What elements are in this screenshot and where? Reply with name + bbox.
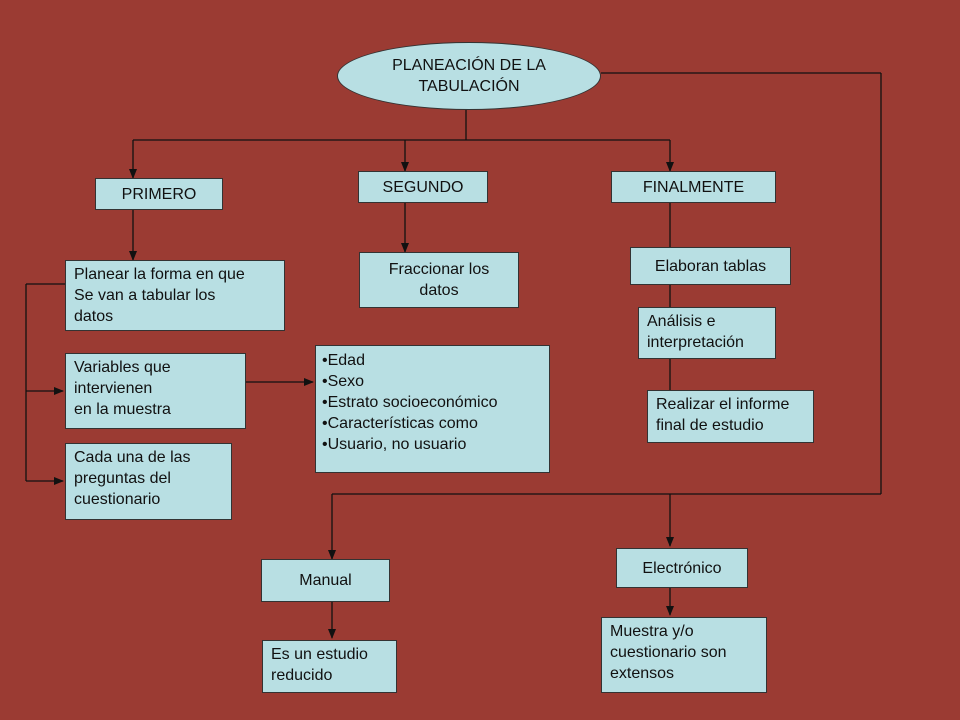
cada-line-2: preguntas del bbox=[74, 470, 171, 487]
extensos-line-3: extensos bbox=[610, 665, 675, 682]
bullet-item: Estrato socioeconómico bbox=[322, 392, 543, 413]
bullet-item: Edad bbox=[322, 350, 543, 371]
planear-line-2: Se van a tabular los bbox=[74, 287, 216, 304]
root-node-planeacion: PLANEACIÓN DE LA TABULACIÓN bbox=[337, 42, 601, 110]
analisis-line-2: interpretación bbox=[647, 334, 744, 351]
fraccionar-line-2: datos bbox=[419, 282, 459, 299]
node-planear: Planear la forma en que Se van a tabular… bbox=[65, 260, 285, 331]
node-variables: Variables que intervienen en la muestra bbox=[65, 353, 246, 429]
node-fraccionar: Fraccionar los datos bbox=[359, 252, 519, 308]
node-realizar-informe: Realizar el informe final de estudio bbox=[647, 390, 814, 443]
root-line-2: TABULACIÓN bbox=[418, 78, 520, 95]
node-estudio-reducido: Es un estudio reducido bbox=[262, 640, 397, 693]
bullet-item: Características como bbox=[322, 413, 543, 434]
node-electronico: Electrónico bbox=[616, 548, 748, 588]
bullet-item: Sexo bbox=[322, 371, 543, 392]
planear-line-3: datos bbox=[74, 308, 114, 325]
analisis-line-1: Análisis e bbox=[647, 313, 716, 330]
root-line-1: PLANEACIÓN DE LA bbox=[392, 57, 546, 74]
bullet-item-text: Características como bbox=[327, 415, 478, 432]
bullet-item-text: Sexo bbox=[327, 373, 365, 390]
node-manual-label: Manual bbox=[299, 572, 352, 589]
planear-line-1: Planear la forma en que bbox=[74, 266, 245, 283]
reducido-line-2: reducido bbox=[271, 667, 333, 684]
reducido-line-1: Es un estudio bbox=[271, 646, 368, 663]
node-segundo-label: SEGUNDO bbox=[382, 178, 464, 196]
cada-line-3: cuestionario bbox=[74, 491, 161, 508]
node-variables-list: Edad Sexo Estrato socioeconómico Caracte… bbox=[315, 345, 550, 473]
node-finalmente-label: FINALMENTE bbox=[642, 178, 745, 196]
node-manual: Manual bbox=[261, 559, 390, 602]
node-segundo: SEGUNDO bbox=[358, 171, 488, 203]
node-electronico-label: Electrónico bbox=[642, 559, 722, 577]
node-elaboran-tablas: Elaboran tablas bbox=[630, 247, 791, 285]
node-elaboran-label: Elaboran tablas bbox=[654, 257, 767, 275]
node-primero: PRIMERO bbox=[95, 178, 223, 210]
variables-line-3: en la muestra bbox=[74, 401, 171, 418]
node-cada-pregunta: Cada una de las preguntas del cuestionar… bbox=[65, 443, 232, 520]
bullet-item: Usuario, no usuario bbox=[322, 434, 543, 455]
fraccionar-line-1: Fraccionar los bbox=[388, 261, 490, 278]
node-muestra-extensos: Muestra y/o cuestionario son extensos bbox=[601, 617, 767, 693]
extensos-line-2: cuestionario son bbox=[610, 644, 727, 661]
cada-line-1: Cada una de las bbox=[74, 449, 191, 466]
bullet-item-text: Estrato socioeconómico bbox=[327, 394, 498, 411]
node-finalmente: FINALMENTE bbox=[611, 171, 776, 203]
node-primero-label: PRIMERO bbox=[121, 185, 197, 203]
realizar-line-1: Realizar el informe bbox=[656, 396, 790, 413]
extensos-line-1: Muestra y/o bbox=[610, 623, 694, 640]
bullet-item-text: Usuario, no usuario bbox=[327, 436, 467, 453]
variables-bullet-list: Edad Sexo Estrato socioeconómico Caracte… bbox=[316, 346, 549, 459]
variables-line-2: intervienen bbox=[74, 380, 153, 397]
realizar-line-2: final de estudio bbox=[656, 417, 764, 434]
bullet-item-text: Edad bbox=[327, 352, 365, 369]
variables-line-1: Variables que bbox=[74, 359, 171, 376]
node-analisis: Análisis e interpretación bbox=[638, 307, 776, 359]
